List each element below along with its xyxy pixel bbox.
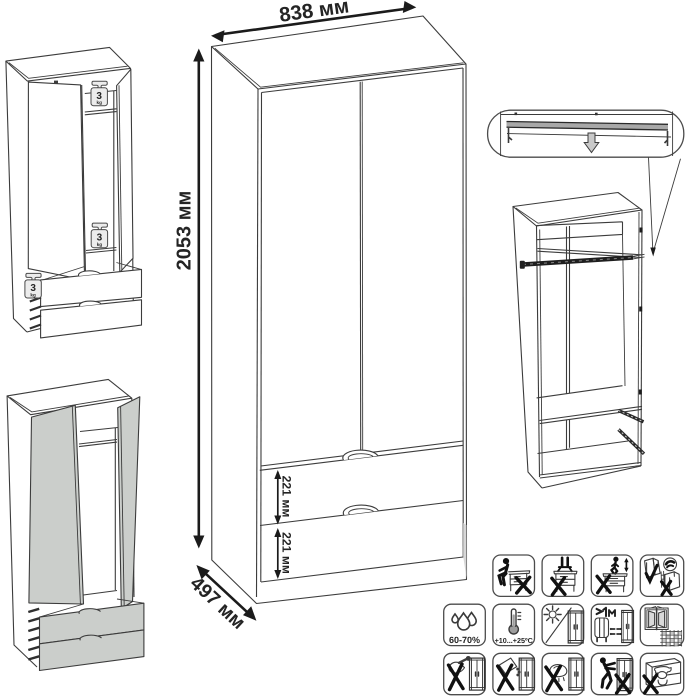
svg-text:+10...+25ºС: +10...+25ºС [495, 636, 533, 645]
svg-text:221 мм: 221 мм [279, 476, 293, 518]
svg-text:60-70%: 60-70% [449, 635, 480, 645]
svg-text:2053 мм: 2053 мм [174, 191, 196, 271]
svg-text:221 мм: 221 мм [279, 532, 293, 574]
